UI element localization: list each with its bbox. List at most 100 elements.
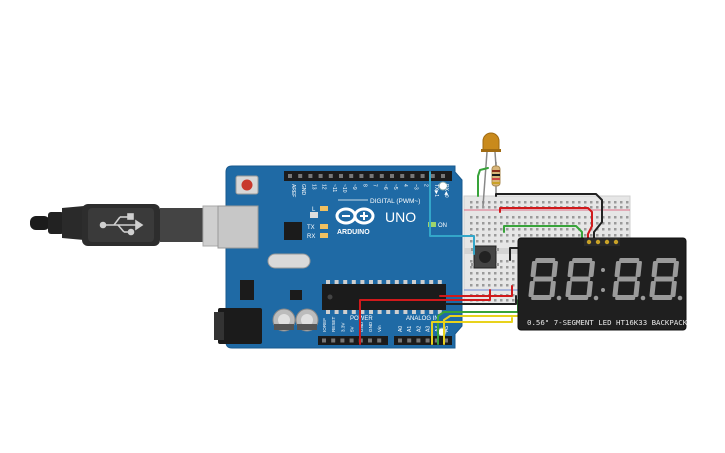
digital-pin[interactable] bbox=[410, 174, 415, 178]
digital-pin[interactable] bbox=[369, 174, 374, 178]
l-label: L bbox=[312, 207, 316, 213]
analog-pin-label: A5 bbox=[444, 326, 450, 332]
power-pin-label: RESET bbox=[331, 316, 336, 332]
power-pin[interactable] bbox=[322, 338, 326, 343]
analog-pin[interactable] bbox=[407, 338, 412, 343]
digital-pin[interactable] bbox=[288, 174, 292, 178]
wires[interactable] bbox=[359, 167, 603, 345]
digital-pin-label: 12 bbox=[321, 184, 327, 190]
atmega-chip bbox=[322, 280, 446, 314]
digital-pin[interactable] bbox=[328, 174, 333, 178]
analog-label: ANALOG IN bbox=[406, 316, 439, 322]
analog-pin[interactable] bbox=[425, 338, 430, 343]
digital-pin[interactable] bbox=[318, 174, 323, 178]
power-pin[interactable] bbox=[377, 338, 382, 343]
display-pin[interactable] bbox=[595, 239, 601, 245]
digital-header-pins bbox=[288, 174, 445, 178]
power-pin[interactable] bbox=[331, 338, 336, 343]
digital-pin-label: AREF bbox=[290, 184, 296, 197]
digital-pin[interactable] bbox=[359, 174, 364, 178]
usb-icon bbox=[99, 213, 144, 236]
digital-pin-label: RX◀0 bbox=[443, 184, 449, 198]
analog-pin[interactable] bbox=[398, 338, 402, 343]
display-pin[interactable] bbox=[613, 239, 619, 245]
model-label: UNO bbox=[385, 209, 416, 225]
reset-button[interactable] bbox=[235, 175, 259, 195]
resistor[interactable] bbox=[491, 162, 501, 196]
wire-black-2 bbox=[445, 295, 517, 305]
analog-pin-label: A1 bbox=[407, 326, 413, 332]
digital-pin-label: GND bbox=[300, 184, 306, 196]
digital-pin-label: 2 bbox=[423, 184, 429, 187]
mounting-hole bbox=[438, 181, 448, 191]
power-pin-label: 3.3V bbox=[340, 322, 345, 332]
display-pin[interactable] bbox=[604, 239, 610, 245]
arduino-logo-icon bbox=[335, 207, 375, 225]
digital-pin[interactable] bbox=[390, 174, 394, 178]
rx-led bbox=[320, 233, 328, 238]
wire-cyan bbox=[429, 171, 475, 255]
digital-pin[interactable] bbox=[308, 174, 313, 178]
power-pin-label: 5V bbox=[350, 325, 355, 332]
on-led bbox=[428, 222, 436, 227]
power-pin[interactable] bbox=[349, 338, 354, 343]
digital-pin-label: ~5 bbox=[392, 184, 398, 190]
power-pin-label: IOREF bbox=[322, 318, 327, 332]
wire-green bbox=[477, 167, 489, 197]
analog-pin[interactable] bbox=[434, 338, 439, 343]
usb-socket bbox=[217, 205, 259, 249]
bottom-header-pins bbox=[322, 338, 448, 343]
digital-pin-label: ~3 bbox=[412, 184, 418, 190]
analog-pin[interactable] bbox=[444, 338, 448, 343]
power-pin-labels: IOREF RESET 3.3V 5V GND GND Vin bbox=[322, 316, 382, 332]
digital-pin[interactable] bbox=[430, 174, 435, 178]
l-led bbox=[320, 206, 328, 211]
analog-header[interactable] bbox=[394, 336, 452, 345]
power-pin-label: GND bbox=[359, 321, 364, 332]
digital-pin[interactable] bbox=[420, 174, 425, 178]
display-pin[interactable] bbox=[586, 239, 592, 245]
power-pin-label: Vin bbox=[377, 325, 382, 332]
display-digits bbox=[528, 258, 683, 301]
power-jack[interactable] bbox=[214, 308, 262, 344]
smd-part bbox=[310, 212, 318, 218]
digital-header[interactable] bbox=[284, 171, 452, 181]
digital-pin[interactable] bbox=[339, 174, 343, 178]
tx-label: TX bbox=[307, 225, 315, 231]
digital-label: DIGITAL (PWM~) bbox=[370, 198, 420, 205]
digital-pin-label: ~11 bbox=[331, 184, 337, 192]
power-pin-label: GND bbox=[368, 321, 373, 332]
seven-segment-digit bbox=[528, 258, 562, 301]
analog-pin-label: A3 bbox=[426, 326, 432, 332]
wire-red-top bbox=[499, 207, 593, 241]
wire-green-top bbox=[503, 225, 583, 241]
brand-label: ARDUINO bbox=[337, 229, 370, 236]
display-header bbox=[584, 238, 620, 246]
analog-pin[interactable] bbox=[416, 338, 421, 343]
digital-pin-label: ~9 bbox=[351, 184, 357, 190]
digital-pin[interactable] bbox=[400, 174, 405, 178]
digital-pin-label: TX▶1 bbox=[433, 184, 439, 197]
usb-chip bbox=[284, 222, 302, 240]
digital-pin[interactable] bbox=[379, 174, 384, 178]
push-button[interactable] bbox=[471, 245, 499, 269]
digital-pin[interactable] bbox=[441, 174, 445, 178]
digital-pin[interactable] bbox=[349, 174, 354, 178]
capacitor bbox=[272, 308, 296, 332]
power-pin[interactable] bbox=[340, 338, 345, 343]
small-chip bbox=[290, 290, 302, 300]
display-label: 0.56" 7-SEGMENT LED HT16K33 BACKPACK bbox=[527, 318, 688, 327]
digital-pin-label: 7 bbox=[372, 184, 378, 187]
seven-segment-digit bbox=[649, 258, 683, 301]
digital-pin[interactable] bbox=[298, 174, 303, 178]
capacitor bbox=[295, 308, 319, 332]
analog-pin-label: A0 bbox=[398, 326, 404, 332]
seven-segment-digit bbox=[565, 258, 599, 301]
colon-dot bbox=[601, 288, 605, 292]
colon-dot bbox=[601, 268, 605, 272]
seven-segment-display[interactable]: 0.56" 7-SEGMENT LED HT16K33 BACKPACK bbox=[517, 237, 688, 331]
power-pin[interactable] bbox=[368, 338, 372, 343]
